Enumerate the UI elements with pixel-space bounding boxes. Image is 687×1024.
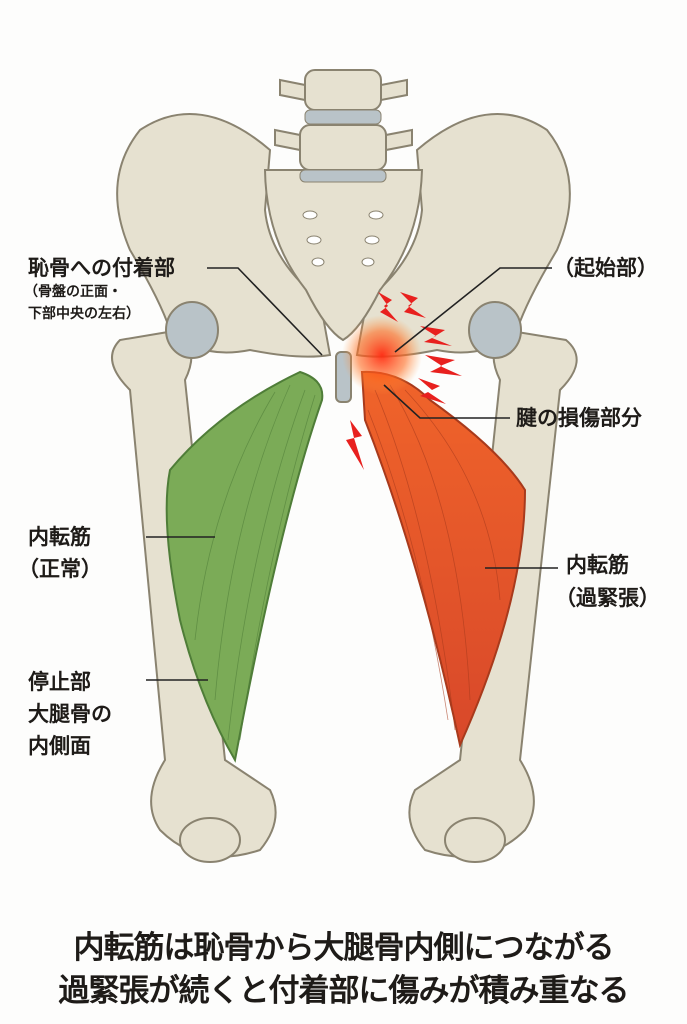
caption-line-2: 過緊張が続くと付着部に傷みが積み重なる <box>58 973 630 1009</box>
pain-glow <box>342 315 422 395</box>
adductor-tense-state: （過緊張） <box>555 586 660 610</box>
adductor-tense-muscle <box>360 370 527 749</box>
origin-label: （起始部） <box>553 256 658 280</box>
leader-lines <box>146 267 558 681</box>
caption-line-1: 内転筋は恥骨から大腿骨内側につながる <box>73 930 615 966</box>
adductor-normal-label: 内転筋 <box>28 525 91 549</box>
adductor-tense-label: 内転筋 <box>566 553 629 577</box>
tendon-damage-label: 腱の損傷部分 <box>516 406 642 430</box>
pubis-note-line-2: 下部中央の左右） <box>28 306 140 322</box>
pubis-attachment-label: 恥骨への付着部 <box>28 256 175 280</box>
insertion-femur: 大腿骨の <box>28 702 112 726</box>
adductor-normal-muscle <box>165 370 324 763</box>
pubis-note-line-1: （骨盤の正面・ <box>24 284 122 300</box>
pain-bolt-icons <box>346 292 462 470</box>
insertion-medial: 内側面 <box>28 734 91 758</box>
insertion-label: 停止部 <box>28 670 91 694</box>
adductor-normal-state: （正常） <box>18 557 102 581</box>
